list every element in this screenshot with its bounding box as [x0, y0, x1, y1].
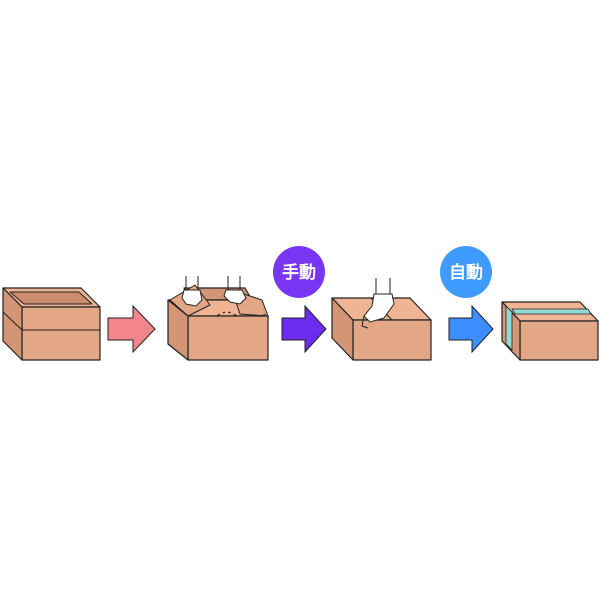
- manual-badge: 手動: [273, 246, 325, 298]
- tape-strip-side: [505, 305, 513, 351]
- folding-box-front: [187, 315, 269, 361]
- open-box-inner: [9, 291, 93, 305]
- manual-badge-circle: [273, 246, 325, 298]
- folding-box-side: [167, 299, 189, 361]
- open-box-side: [2, 287, 23, 361]
- manual-badge-label: 手動: [282, 262, 316, 283]
- taped-box-front: [519, 320, 599, 361]
- glove-pressing-icon: [361, 278, 395, 329]
- auto-badge: 自動: [440, 246, 492, 298]
- closed-box: [331, 297, 432, 361]
- arrow-right-manual: [281, 304, 327, 354]
- tape-strip-top: [511, 308, 592, 315]
- auto-badge-circle: [440, 246, 492, 298]
- glove-right-icon: [223, 276, 247, 305]
- open-box-front: [21, 306, 101, 361]
- glove-left-icon: [181, 276, 203, 307]
- closed-box-side: [331, 297, 354, 361]
- closed-box-front: [352, 319, 432, 361]
- taped-box: [501, 301, 599, 361]
- arrow-right-1: [107, 304, 156, 354]
- open-box: [2, 287, 101, 361]
- arrow-right-auto: [448, 304, 494, 354]
- auto-badge-label: 自動: [449, 262, 483, 283]
